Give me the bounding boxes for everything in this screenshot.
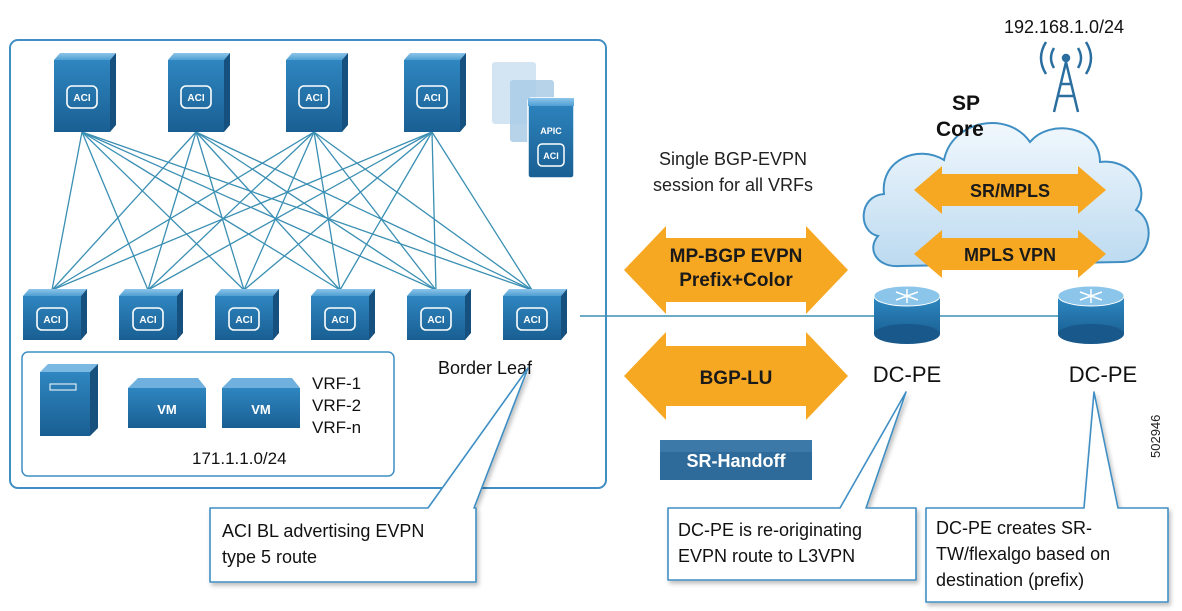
dc-pe-router-right <box>1057 285 1125 344</box>
fabric-link-s2-l5 <box>195 131 437 291</box>
sr-mpls-arrow: SR/MPLS <box>914 166 1106 214</box>
vrf-label-2: VRF-2 <box>312 396 361 415</box>
callout-pe2-line3: destination (prefix) <box>936 570 1084 590</box>
bgp-lu-label: BGP-LU <box>700 368 773 389</box>
apic-cluster: APIC ACI <box>492 62 575 179</box>
figure-id: 502946 <box>1148 415 1163 458</box>
mpls-vpn-label: MPLS VPN <box>964 245 1056 265</box>
fabric-link-s1-l6 <box>81 131 533 291</box>
sr-handoff-badge: SR-Handoff <box>660 440 812 480</box>
callout-bl-line2: type 5 route <box>222 547 317 567</box>
vm-label-2: VM <box>251 402 271 417</box>
mpls-vpn-arrow: MPLS VPN <box>914 230 1106 278</box>
fabric-link-s2-l1 <box>51 131 197 291</box>
cell-tower-icon <box>1039 41 1093 113</box>
spine-switch-1-aci-badge: ACI <box>73 93 90 104</box>
vrf-label-1: VRF-1 <box>312 374 361 393</box>
fabric-link-s4-l6 <box>431 131 533 291</box>
bgp-lu-arrow: BGP-LU <box>624 332 848 420</box>
sr-handoff-label: SR-Handoff <box>687 451 787 471</box>
vrf-label-n: VRF-n <box>312 418 361 437</box>
vm-icon-2: VM <box>222 378 300 428</box>
vm-icon-1: VM <box>128 378 206 428</box>
callout-pe2-line2: TW/flexalgo based on <box>936 544 1110 564</box>
callout-border-leaf <box>209 367 529 583</box>
fabric-link-s3-l6 <box>313 131 533 291</box>
leaf-switch-4: ACI <box>311 289 375 340</box>
leaf-switches: ACI ACI ACI ACI ACI ACI <box>23 289 567 340</box>
callout-pe1-line1: DC-PE is re-originating <box>678 520 862 540</box>
host-area-frame <box>21 351 395 477</box>
fabric-link-s4-l3 <box>243 131 433 291</box>
leaf-switch-3-aci-badge: ACI <box>235 315 252 326</box>
spine-switch-2: ACI <box>168 53 230 132</box>
leaf-switch-5-aci-badge: ACI <box>427 315 444 326</box>
host-subnet: 171.1.1.0/24 <box>192 449 287 468</box>
callout-pe-right <box>925 391 1169 603</box>
fabric-link-s2-l6 <box>195 131 533 291</box>
session-note-line2: session for all VRFs <box>653 175 813 195</box>
fabric-link-s3-l5 <box>313 131 437 291</box>
leaf-switch-2: ACI <box>119 289 183 340</box>
spine-leaf-links <box>51 131 533 291</box>
fabric-link-s2-l3 <box>195 131 245 291</box>
evpn-arrow-line2: Prefix+Color <box>679 270 793 291</box>
callout-pe2-line1: DC-PE creates SR- <box>936 518 1092 538</box>
border-leaf-label: Border Leaf <box>438 358 533 378</box>
spine-switch-4-aci-badge: ACI <box>423 93 440 104</box>
dc-pe-router-left <box>873 285 941 344</box>
bare-metal-server-icon <box>40 364 98 436</box>
spine-switch-1: ACI <box>54 53 116 132</box>
border-leaf-switch-aci-badge: ACI <box>523 315 540 326</box>
fabric-link-s3-l4 <box>313 131 341 291</box>
fabric-link-s1-l5 <box>81 131 437 291</box>
callout-bl-line1: ACI BL advertising EVPN <box>222 521 424 541</box>
fabric-link-s1-l3 <box>81 131 245 291</box>
spine-switch-4: ACI <box>404 53 466 132</box>
sr-mpls-label: SR/MPLS <box>970 181 1050 201</box>
vm-label-1: VM <box>157 402 177 417</box>
tower-subnet: 192.168.1.0/24 <box>1004 17 1124 37</box>
leaf-switch-4-aci-badge: ACI <box>331 315 348 326</box>
fabric-link-s1-l1 <box>51 131 83 291</box>
leaf-switch-3: ACI <box>215 289 279 340</box>
border-leaf-switch: ACI <box>503 289 567 340</box>
fabric-link-s3-l2 <box>147 131 315 291</box>
fabric-link-s1-l2 <box>81 131 149 291</box>
fabric-link-s4-l5 <box>431 131 437 291</box>
leaf-switch-1: ACI <box>23 289 87 340</box>
leaf-switch-2-aci-badge: ACI <box>139 315 156 326</box>
spine-switch-3: ACI <box>286 53 348 132</box>
apic-label: APIC <box>540 126 562 136</box>
fabric-link-s2-l4 <box>195 131 341 291</box>
callout-pe1-line2: EVPN route to L3VPN <box>678 546 855 566</box>
leaf-switch-1-aci-badge: ACI <box>43 315 60 326</box>
callout-pe-left <box>667 391 917 581</box>
sp-core-line1: SP <box>952 92 980 115</box>
mp-bgp-evpn-arrow: MP-BGP EVPN Prefix+Color <box>624 226 848 314</box>
fabric-link-s1-l4 <box>81 131 341 291</box>
evpn-arrow-line1: MP-BGP EVPN <box>670 246 803 267</box>
apic-aci-badge: ACI <box>543 151 559 161</box>
dc-pe-label-right: DC-PE <box>1069 362 1137 387</box>
fabric-link-s4-l1 <box>51 131 433 291</box>
sp-core-line2: Core <box>936 118 984 141</box>
fabric-link-s3-l3 <box>243 131 315 291</box>
leaf-switch-5: ACI <box>407 289 471 340</box>
spine-switch-2-aci-badge: ACI <box>187 93 204 104</box>
session-note-line1: Single BGP-EVPN <box>659 149 807 169</box>
spine-switch-3-aci-badge: ACI <box>305 93 322 104</box>
fabric-link-s4-l2 <box>147 131 433 291</box>
fabric-link-s4-l4 <box>339 131 433 291</box>
dc-pe-label-left: DC-PE <box>873 362 941 387</box>
fabric-link-s2-l2 <box>147 131 197 291</box>
spine-switches: ACI ACI ACI ACI <box>54 53 466 132</box>
fabric-link-s3-l1 <box>51 131 315 291</box>
